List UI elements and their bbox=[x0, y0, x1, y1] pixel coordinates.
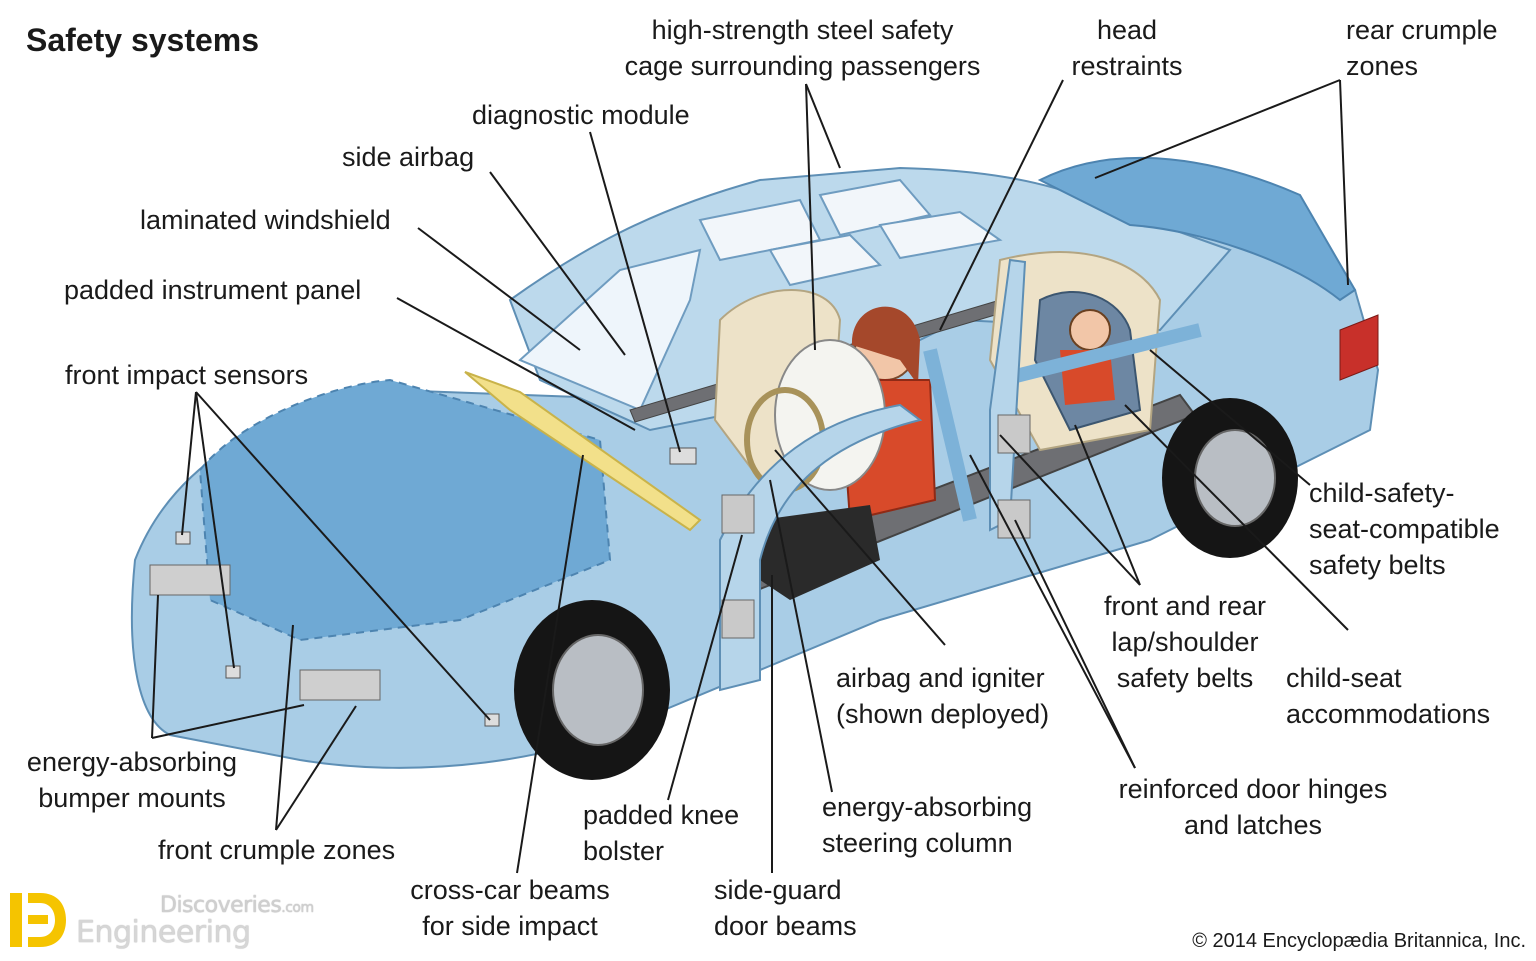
tail-light bbox=[1339, 314, 1379, 381]
label-front-impact-sensors: front impact sensors bbox=[65, 360, 309, 390]
rear-wheel-rim bbox=[1194, 429, 1276, 527]
label-steering-column: energy-absorbing steering column bbox=[822, 792, 1033, 858]
instrument-panel bbox=[464, 371, 702, 532]
label-side-guard-door-beams: side-guard door beams bbox=[714, 875, 857, 941]
label-door-hinges-latches: reinforced door hinges and latches bbox=[1118, 774, 1388, 840]
door-hinge bbox=[721, 494, 755, 534]
watermark-logo: Discoveries.com Engineering bbox=[10, 885, 340, 955]
windshield bbox=[518, 248, 702, 412]
door-hinge bbox=[721, 599, 755, 639]
door-pillar bbox=[719, 403, 923, 692]
driver-hair bbox=[851, 306, 920, 385]
diagnostic-module-box bbox=[669, 447, 697, 465]
door-pillar bbox=[989, 258, 1027, 532]
bumper-mount bbox=[149, 564, 231, 596]
diagram-title: Safety systems bbox=[26, 22, 260, 58]
front-wheel-rim bbox=[552, 634, 644, 746]
bumper-mount bbox=[299, 669, 381, 701]
label-safety-cage: high-strength steel safety cage surround… bbox=[624, 15, 981, 81]
label-side-airbag: side airbag bbox=[342, 142, 475, 172]
label-front-crumple-zones: front crumple zones bbox=[158, 835, 396, 865]
label-head-restraints: head restraints bbox=[1071, 15, 1183, 81]
label-padded-instrument-panel: padded instrument panel bbox=[64, 275, 362, 305]
front-crumple-zone bbox=[198, 378, 612, 642]
door-hinge bbox=[997, 414, 1031, 454]
rear-crumple-zone bbox=[1037, 156, 1357, 302]
label-bumper-mounts: energy-absorbing bumper mounts bbox=[26, 747, 238, 813]
roof-window bbox=[878, 210, 1003, 260]
label-child-safety-belts: child-safety- seat-compatible safety bel… bbox=[1309, 478, 1500, 580]
roof-window bbox=[818, 178, 932, 237]
label-padded-knee-bolster: padded knee bolster bbox=[583, 800, 740, 866]
roof-window bbox=[768, 233, 882, 287]
safety-belt bbox=[923, 348, 977, 522]
label-child-seat-accommodations: child-seat accommodations bbox=[1286, 663, 1491, 729]
label-rear-crumple-zones: rear crumple zones bbox=[1346, 15, 1498, 81]
logo-mark-icon bbox=[10, 893, 66, 947]
label-cross-car-beams: cross-car beams for side impact bbox=[410, 875, 610, 941]
copyright-notice: © 2014 Encyclopædia Britannica, Inc. bbox=[1192, 930, 1526, 952]
leader-lines bbox=[151, 79, 1349, 874]
label-lap-shoulder-belts: front and rear lap/shoulder safety belts bbox=[1103, 591, 1267, 693]
child-head bbox=[1069, 309, 1111, 351]
label-laminated-windshield: laminated windshield bbox=[140, 205, 391, 235]
watermark-line2: Engineering bbox=[76, 915, 251, 950]
safety-belt bbox=[998, 323, 1202, 387]
watermark-line1: Discoveries.com bbox=[160, 893, 314, 918]
label-airbag-igniter: airbag and igniter (shown deployed) bbox=[836, 663, 1050, 729]
label-diagnostic-module: diagnostic module bbox=[472, 100, 690, 130]
